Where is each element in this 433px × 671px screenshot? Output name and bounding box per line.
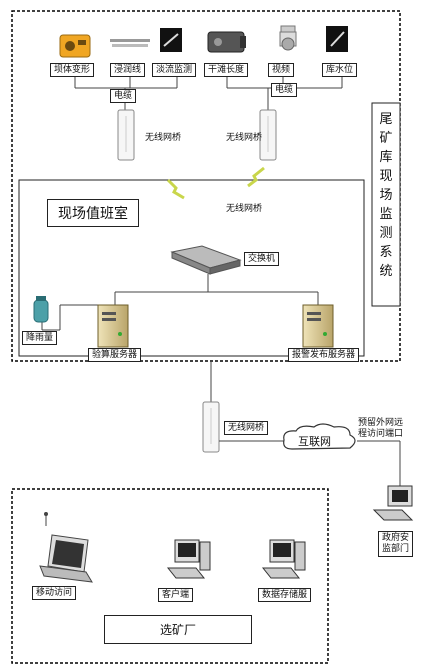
bridge-label-room: 无线网桥: [226, 204, 263, 214]
sensor-label-beach: 干滩长度: [204, 63, 249, 77]
internet-label: 互联网: [298, 435, 331, 448]
sensor-label-dam: 坝体变形: [50, 63, 95, 77]
bridge-left-icon: [117, 109, 135, 161]
mobile-label: 移动访问: [32, 586, 77, 600]
duty-room-label: 现场值班室: [47, 199, 139, 227]
camera-icon: [207, 31, 246, 53]
sensor-label-seepflow: 淡流监测: [152, 63, 197, 77]
rain-label: 降雨量: [22, 331, 58, 345]
dome-camera-icon: [279, 25, 297, 51]
wireless-signal-left-icon: [166, 178, 185, 200]
bridge-right-icon: [259, 109, 277, 161]
storage-label: 数据存储服: [258, 588, 312, 602]
network-switch-icon: [170, 245, 242, 275]
bridge-label-left: 无线网桥: [145, 133, 182, 143]
alarm-server-label: 报警发布服务器: [288, 348, 360, 362]
piezometer-tube-icon: [110, 39, 150, 47]
gov-label: 政府安 监部门: [378, 531, 414, 557]
plant-boundary: [11, 488, 329, 664]
lan-lines: [41, 274, 319, 331]
system-title-box: [371, 102, 401, 307]
sensor-label-seepline: 浸润线: [110, 63, 146, 77]
client-label: 客户端: [158, 588, 194, 602]
yellow-instrument-icon: [59, 34, 91, 58]
internet-cloud-icon: [283, 423, 356, 450]
wireless-signal-right-icon: [247, 166, 265, 188]
gov-computer-icon: [372, 485, 414, 521]
seepage-sensor-icon: [160, 28, 182, 52]
cable-label-right: 电缆: [271, 83, 298, 97]
bridge-mid-icon: [202, 401, 220, 453]
sensor-label-video: 视频: [268, 63, 295, 77]
water-level-sensor-icon: [326, 26, 348, 52]
bridge-label-right: 无线网桥: [226, 133, 263, 143]
bridge-label-mid: 无线网桥: [224, 421, 269, 435]
calc-server-icon: [97, 304, 129, 348]
alarm-server-icon: [302, 304, 334, 348]
client-computer-icon: [166, 539, 211, 579]
calc-server-label: 验算服务器: [88, 348, 142, 362]
plant-label: 选矿厂: [104, 615, 252, 644]
mobile-laptop-icon: [39, 512, 93, 583]
remote-note: 预留外网远 程访问端口: [358, 418, 404, 439]
sensor-label-water: 库水位: [322, 63, 358, 77]
rain-gauge-icon: [33, 296, 49, 323]
system-title: 尾 矿 库 现 场 监 测 系 统: [379, 112, 393, 279]
cable-label-left: 电缆: [110, 89, 137, 103]
storage-computer-icon: [261, 539, 306, 579]
switch-label: 交换机: [244, 252, 280, 266]
duty-room-boundary: [18, 179, 365, 357]
